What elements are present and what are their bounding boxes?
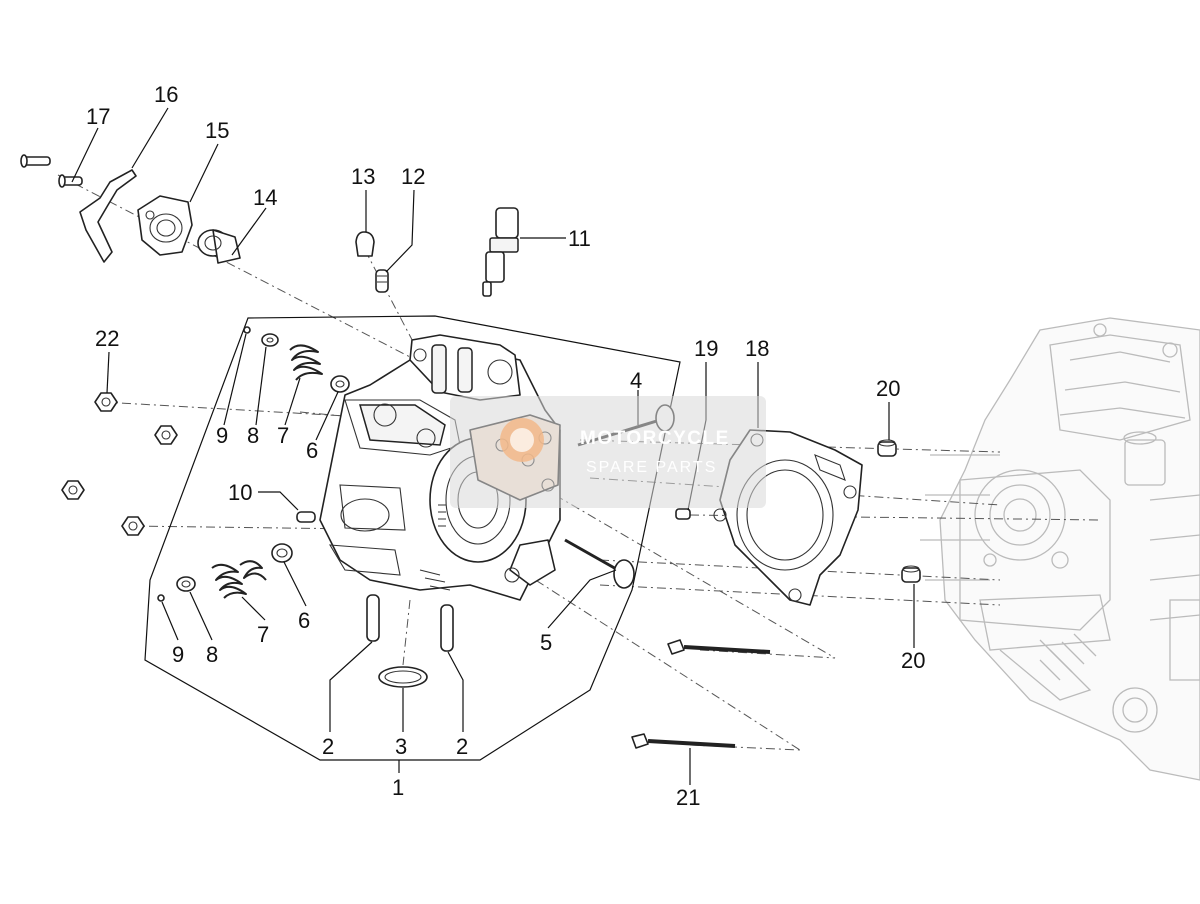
callout-12: 12	[401, 164, 425, 189]
callout-7-upper: 7	[277, 423, 289, 448]
callout-11: 11	[568, 226, 591, 251]
watermark-line1: MOTORCYCLE	[580, 428, 730, 449]
callout-5: 5	[540, 630, 552, 655]
callout-17: 17	[86, 104, 110, 129]
engine-block-illustration	[920, 317, 1200, 781]
long-bolts	[631, 639, 771, 749]
callout-9-lower: 9	[172, 642, 184, 667]
callout-3: 3	[395, 734, 407, 759]
watermark-line2: SPARE PARTS	[586, 459, 717, 476]
callout-7-lower: 7	[257, 622, 269, 647]
callout-2-left: 2	[322, 734, 334, 759]
bushings	[877, 439, 921, 583]
nuts	[61, 392, 178, 536]
callout-15: 15	[205, 118, 229, 143]
rubber-cap	[355, 231, 375, 257]
bracket	[79, 169, 137, 263]
valve-springs-lower	[157, 543, 293, 602]
callout-22: 22	[95, 326, 119, 351]
callout-20-upper: 20	[876, 376, 900, 401]
callout-labels: 1 2 2 3 4 5 6 6 7 7 8 8 9 9 10 11 12 13 …	[86, 82, 925, 810]
callout-4: 4	[630, 368, 642, 393]
thermostat	[197, 229, 241, 264]
valve-springs-upper	[243, 326, 350, 393]
callout-13: 13	[351, 164, 375, 189]
dowel-19	[675, 508, 691, 520]
thermostat-housing	[137, 195, 193, 256]
callout-14: 14	[253, 185, 277, 210]
callout-2-right: 2	[456, 734, 468, 759]
dowel-pins	[366, 594, 454, 652]
watermark: MOTORCYCLE SPARE PARTS	[450, 396, 766, 508]
callout-18: 18	[745, 336, 769, 361]
callout-8-upper: 8	[247, 423, 259, 448]
callout-10: 10	[228, 480, 252, 505]
callout-1: 1	[392, 775, 404, 800]
assembly-outline	[144, 315, 681, 761]
bleed-screw	[375, 269, 389, 293]
o-ring	[378, 666, 428, 688]
callout-8-lower: 8	[206, 642, 218, 667]
callout-6-lower: 6	[298, 608, 310, 633]
callout-16: 16	[154, 82, 178, 107]
callout-6-upper: 6	[306, 438, 318, 463]
callout-21: 21	[676, 785, 700, 810]
callout-9-upper: 9	[216, 423, 228, 448]
callout-19: 19	[694, 336, 718, 361]
screws	[20, 154, 83, 188]
callout-20-lower: 20	[901, 648, 925, 673]
temperature-sensor	[482, 207, 519, 297]
pin-part-10	[296, 511, 316, 523]
